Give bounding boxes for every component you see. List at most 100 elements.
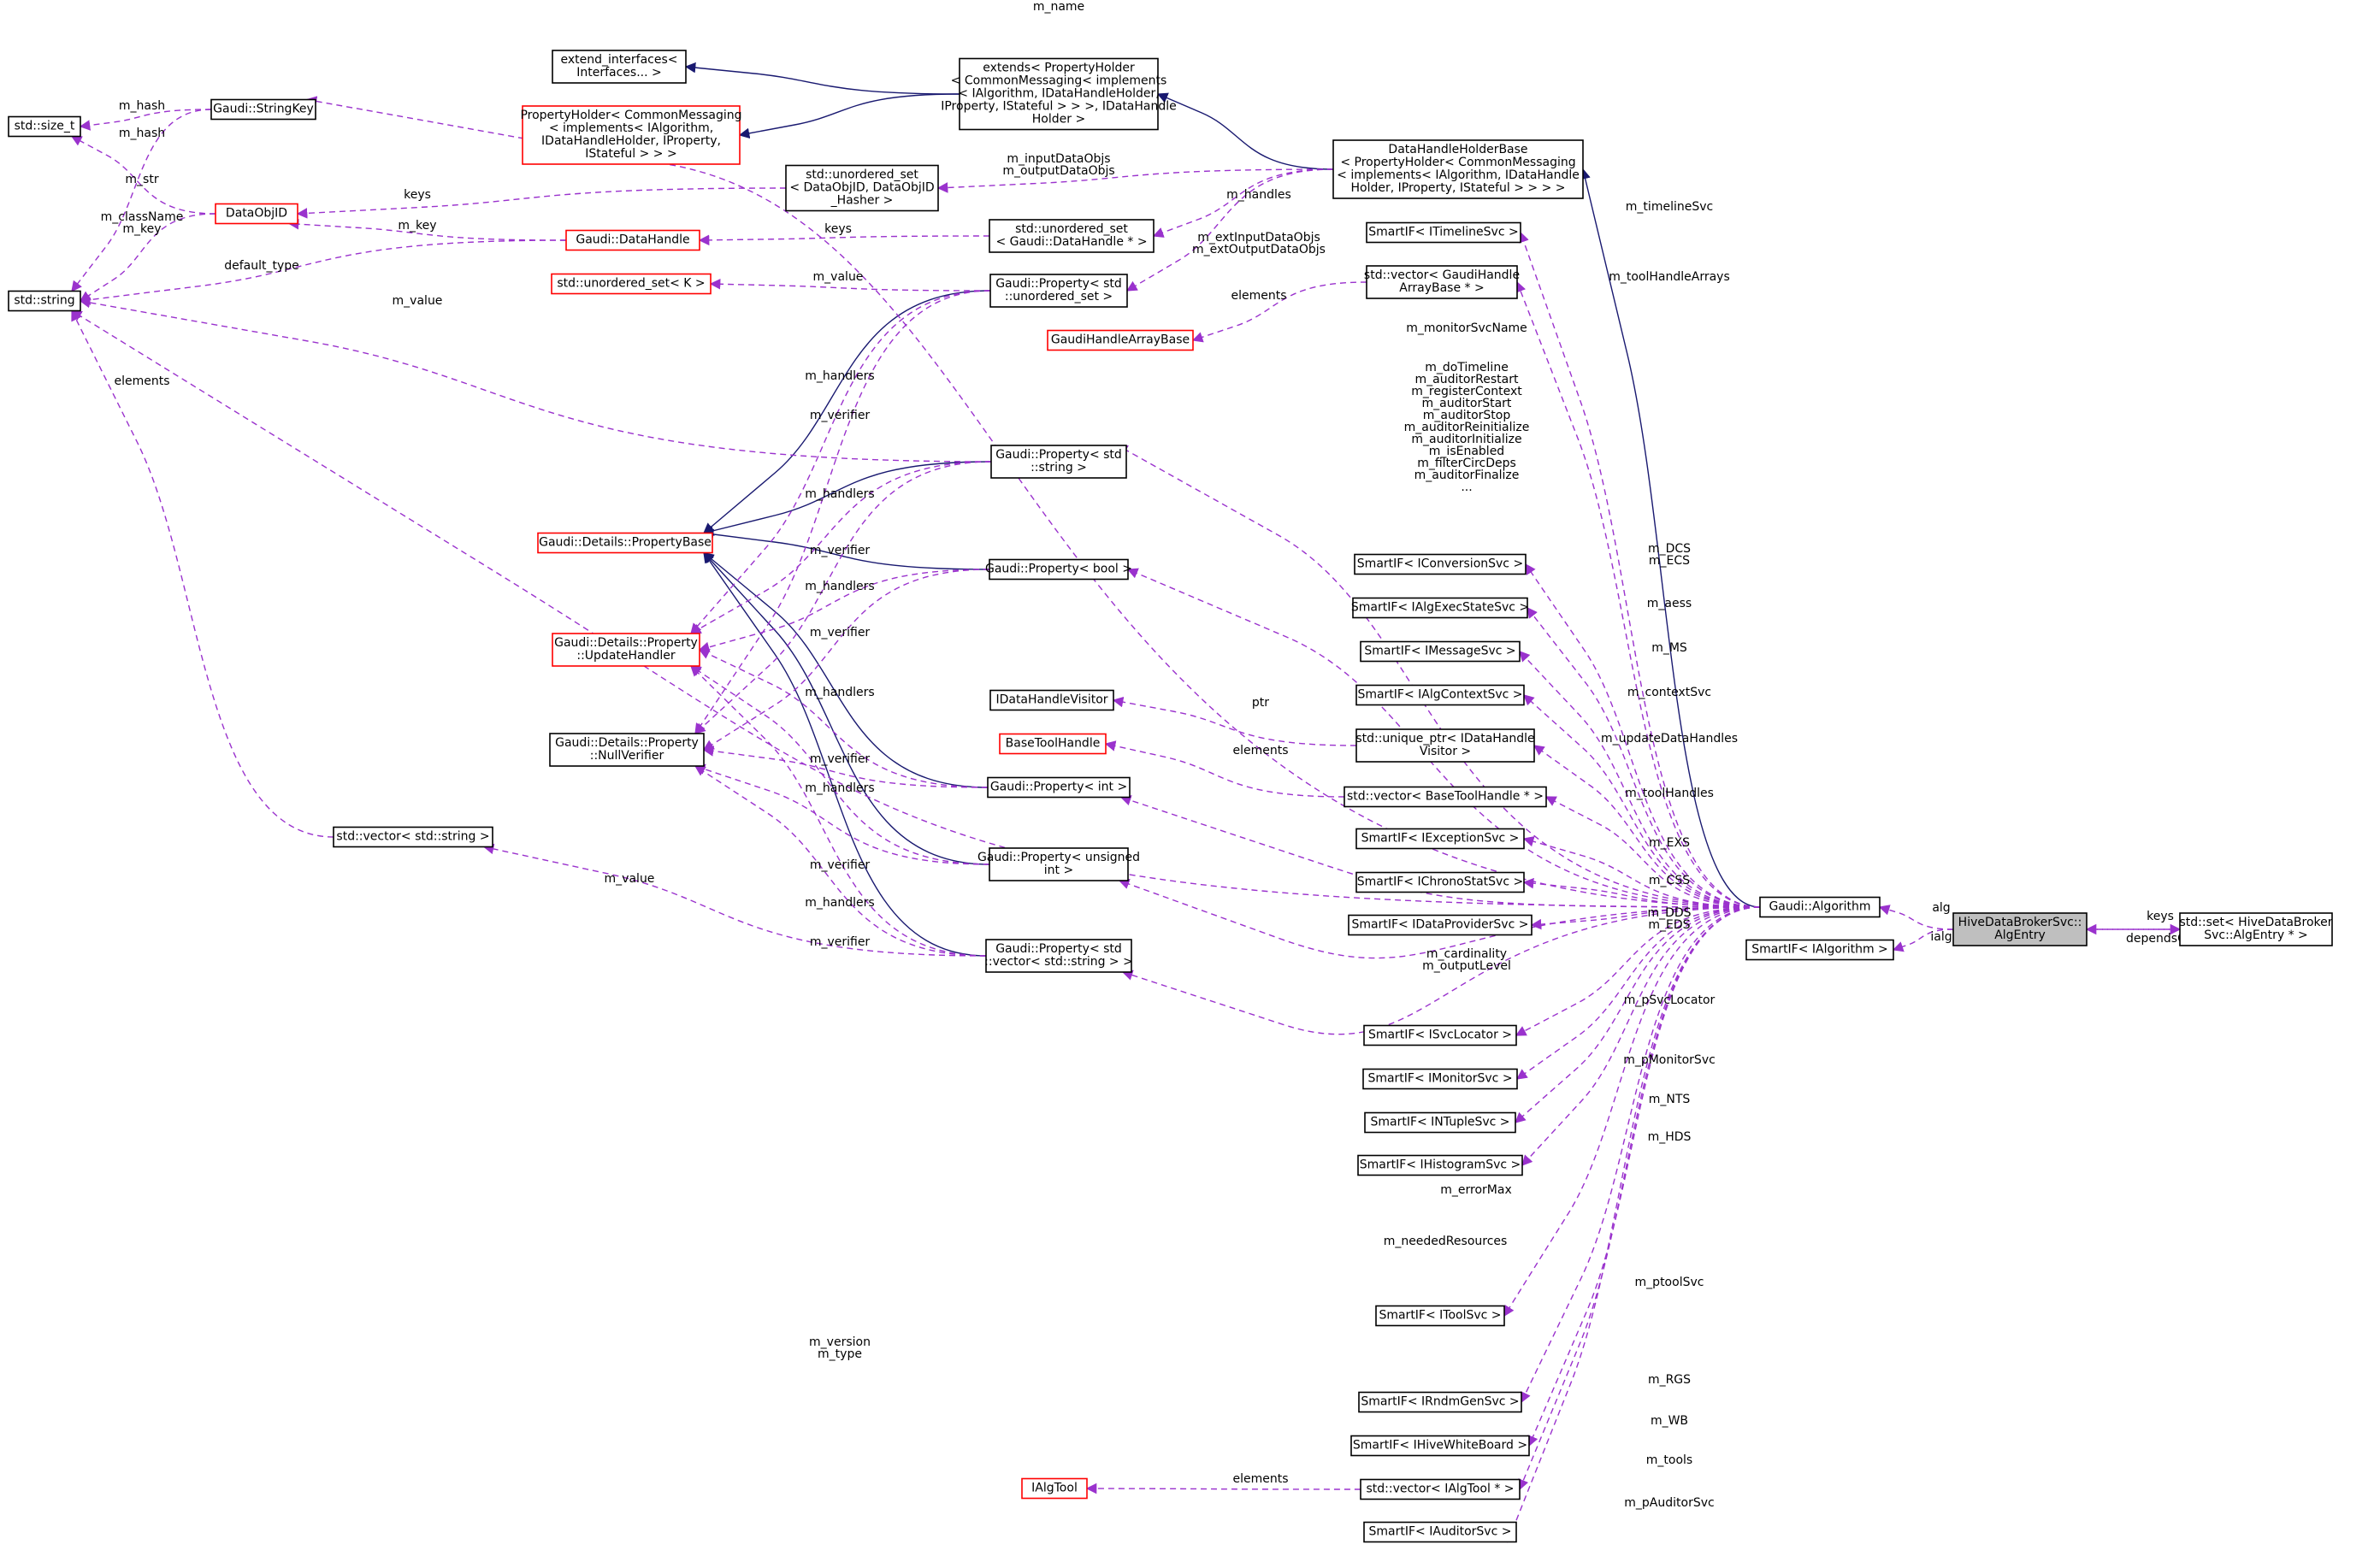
class-node-label-line: SmartIF< IChronoStatSvc > xyxy=(1357,875,1523,889)
edge-label-line: alg xyxy=(1932,901,1950,915)
edge-label-m_name: m_name xyxy=(1033,0,1084,14)
edge-label-ptr: ptr xyxy=(1252,696,1269,710)
class-node-algentry[interactable]: HiveDataBrokerSvc::AlgEntry xyxy=(1952,912,2088,946)
class-node-gaudi-datahandle[interactable]: Gaudi::DataHandle xyxy=(565,229,700,251)
class-node-vector-ialgtool[interactable]: std::vector< IAlgTool * > xyxy=(1360,1478,1521,1500)
class-node-smartif-irndmgensvc[interactable]: SmartIF< IRndmGenSvc > xyxy=(1358,1391,1522,1413)
class-node-smartif-ialgexecstatesvc[interactable]: SmartIF< IAlgExecStateSvc > xyxy=(1351,597,1529,619)
class-node-dataobjid[interactable]: DataObjID xyxy=(215,203,298,225)
class-node-label-line: DataHandleHolderBase xyxy=(1388,143,1527,156)
usage-edge-m_toolhandles xyxy=(1544,796,1761,908)
class-node-smartif-itoolsvc[interactable]: SmartIF< IToolSvc > xyxy=(1375,1305,1505,1327)
class-node-extends-ph[interactable]: extends< PropertyHolder< CommonMessaging… xyxy=(941,57,1177,131)
class-node-vector-basetoolhandle[interactable]: std::vector< BaseToolHandle * > xyxy=(1344,786,1547,808)
class-node-smartif-ichronostatsvc[interactable]: SmartIF< IChronoStatSvc > xyxy=(1355,871,1525,893)
edge-label-line: m_outputDataObjs xyxy=(1002,164,1114,178)
edge-label-line: m_hash xyxy=(119,127,165,140)
class-node-smartif-imonitorsvc[interactable]: SmartIF< IMonitorSvc > xyxy=(1362,1068,1518,1090)
class-node-smartif-iauditorsvc[interactable]: SmartIF< IAuditorSvc > xyxy=(1363,1521,1517,1543)
class-node-smartif-idataprovidersvc[interactable]: SmartIF< IDataProviderSvc > xyxy=(1348,914,1533,936)
class-node-label-line: Gaudi::Property< unsigned xyxy=(977,851,1140,864)
class-node-smartif-isvclocator[interactable]: SmartIF< ISvcLocator > xyxy=(1363,1024,1517,1046)
usage-edge-m_tools xyxy=(1518,906,1761,1491)
class-node-idatahandlevisitor[interactable]: IDataHandleVisitor xyxy=(989,689,1114,711)
class-node-label: std::unordered_set< Gaudi::DataHandle * … xyxy=(995,222,1147,249)
class-node-prop-bool[interactable]: Gaudi::Property< bool > xyxy=(985,558,1132,581)
edge-label-line: m_pMonitorSvc xyxy=(1623,1053,1716,1067)
class-node-std-string[interactable]: std::string xyxy=(8,290,81,312)
edge-label-line: m_cardinality xyxy=(1426,947,1507,961)
class-node-prop-int[interactable]: Gaudi::Property< int > xyxy=(987,776,1131,799)
class-node-label-line: < Gaudi::DataHandle * > xyxy=(995,235,1147,249)
class-node-vector-string[interactable]: std::vector< std::string > xyxy=(333,826,493,848)
class-node-dh-holder-base[interactable]: DataHandleHolderBase< PropertyHolder< Co… xyxy=(1332,139,1584,199)
class-node-propertyholder[interactable]: PropertyHolder< CommonMessaging< impleme… xyxy=(520,105,742,165)
class-node-label-line: SmartIF< IToolSvc > xyxy=(1379,1309,1501,1323)
class-node-label-line: std::unique_ptr< IDataHandle xyxy=(1355,732,1534,746)
edge-label-ialg: ialg xyxy=(1930,930,1952,944)
edge-label-line: m_RGS xyxy=(1648,1373,1691,1387)
usage-edge-m_monitorsvcname xyxy=(1116,445,1761,908)
edge-label-line: m_name xyxy=(1033,0,1084,14)
class-node-smartif-itimelinesvc[interactable]: SmartIF< ITimelineSvc > xyxy=(1366,221,1521,244)
usage-edge-m_css xyxy=(1522,877,1761,908)
usage-edge-m_pmonitorsvc xyxy=(1515,906,1761,1080)
edge-label-keys_dataobjid: keys xyxy=(404,188,431,202)
class-node-prop-vector-string[interactable]: Gaudi::Property< std::vector< std::strin… xyxy=(984,939,1133,973)
class-node-label: IAlgTool xyxy=(1031,1482,1078,1495)
class-node-prop-unordered-set[interactable]: Gaudi::Property< std::unordered_set > xyxy=(989,274,1128,308)
usage-edge-m_verifier_2 xyxy=(694,461,992,734)
edge-label-m_errormax: m_errorMax xyxy=(1440,1183,1511,1197)
class-node-box xyxy=(1355,871,1525,893)
edge-label-line: ... xyxy=(1461,480,1472,494)
edge-label-elements_ialgtool: elements xyxy=(1232,1472,1288,1486)
edge-label-line: m_type xyxy=(818,1347,862,1361)
edge-label-line: m_WB xyxy=(1651,1414,1688,1428)
class-node-box xyxy=(565,229,700,251)
class-node-label-line: SmartIF< IHistogramSvc > xyxy=(1360,1158,1521,1172)
edge-label-line: m_monitorSvcName xyxy=(1406,321,1527,335)
class-node-box xyxy=(1354,553,1527,575)
edge-label-line: m_ECS xyxy=(1649,554,1690,568)
class-node-smartif-iconversionsvc[interactable]: SmartIF< IConversionSvc > xyxy=(1354,553,1527,575)
class-node-ialgtool[interactable]: IAlgTool xyxy=(1021,1477,1088,1500)
usage-edge-m_value_k xyxy=(709,278,991,292)
class-node-smartif-iexceptionsvc[interactable]: SmartIF< IExceptionSvc > xyxy=(1355,828,1525,850)
edge-label-elements_string: elements xyxy=(114,374,169,388)
class-node-gaudihandlearraybase[interactable]: GaudiHandleArrayBase xyxy=(1047,329,1194,351)
class-node-updatehandler[interactable]: Gaudi::Details::Property::UpdateHandler xyxy=(552,633,700,667)
class-node-unordered-set-k[interactable]: std::unordered_set< K > xyxy=(551,273,712,295)
class-node-propertybase[interactable]: Gaudi::Details::PropertyBase xyxy=(537,532,713,554)
edge-label-line: keys xyxy=(824,222,852,236)
class-node-box xyxy=(989,274,1128,308)
edge-label-line: m_str xyxy=(125,173,158,186)
class-node-extend-interfaces[interactable]: extend_interfaces<Interfaces... > xyxy=(552,50,687,84)
class-node-smartif-ihivewhiteboard[interactable]: SmartIF< IHiveWhiteBoard > xyxy=(1350,1435,1530,1457)
class-node-smartif-ialgcontextsvc[interactable]: SmartIF< IAlgContextSvc > xyxy=(1355,684,1525,706)
class-node-smartif-ihistogramsvc[interactable]: SmartIF< IHistogramSvc > xyxy=(1357,1154,1523,1176)
class-node-label-line: Gaudi::DataHandle xyxy=(576,233,689,247)
class-node-std-size-t[interactable]: std::size_t xyxy=(8,115,81,138)
class-node-label: SmartIF< IRndmGenSvc > xyxy=(1361,1395,1519,1409)
usage-edge-m_inputdataobjs xyxy=(936,168,1334,193)
class-node-unordered-set-dh[interactable]: std::unordered_set< Gaudi::DataHandle * … xyxy=(989,219,1155,253)
class-node-nullverifier[interactable]: Gaudi::Details::Property::NullVerifier xyxy=(549,733,705,767)
class-node-smartif-intuplesvc[interactable]: SmartIF< INTupleSvc > xyxy=(1364,1111,1516,1134)
class-node-smartif-imessagesvc[interactable]: SmartIF< IMessageSvc > xyxy=(1360,640,1521,663)
class-node-basetoolhandle[interactable]: BaseToolHandle xyxy=(999,733,1107,755)
class-node-smartif-ialgorithm[interactable]: SmartIF< IAlgorithm > xyxy=(1745,939,1894,961)
class-node-unordered-set-dataobjid[interactable]: std::unordered_set< DataObjID, DataObjID… xyxy=(785,164,939,212)
class-node-gaudi-algorithm[interactable]: Gaudi::Algorithm xyxy=(1759,896,1881,918)
class-node-gaudi-stringkey[interactable]: Gaudi::StringKey xyxy=(210,98,316,121)
class-node-label: std::size_t xyxy=(15,120,75,133)
class-node-prop-string[interactable]: Gaudi::Property< std::string > xyxy=(990,445,1127,479)
class-node-label-line: SmartIF< IAlgorithm > xyxy=(1751,943,1888,957)
edge-label-line: elements xyxy=(1232,1472,1288,1486)
